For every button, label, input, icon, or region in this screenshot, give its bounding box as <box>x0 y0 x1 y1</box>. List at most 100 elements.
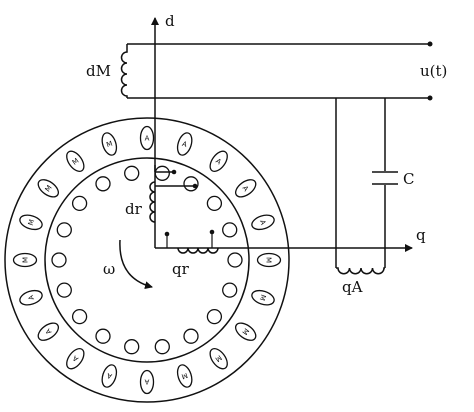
rotor-slot <box>206 308 223 325</box>
stator-slot-shape <box>19 289 43 306</box>
stator-slot-shape <box>251 214 275 231</box>
stator-slot-letter: A <box>144 378 149 386</box>
rotor-slot <box>222 282 238 298</box>
stator-slot: A <box>251 214 275 231</box>
rotor-slot <box>51 252 67 268</box>
stator-slot-shape <box>37 322 60 341</box>
stator-slot: A <box>19 289 43 306</box>
stator-slot: A <box>209 150 228 173</box>
rotor-slot <box>71 195 88 212</box>
stator-slot-shape <box>209 347 228 370</box>
rotor-slot <box>124 339 140 355</box>
rotor-slot <box>227 252 243 268</box>
rotation-arrow <box>119 239 153 290</box>
q-axis-label: q <box>416 226 426 244</box>
stator-slot: M <box>234 322 257 341</box>
stator-slot-letter: A <box>258 219 267 226</box>
stator-slot-letter: M <box>265 257 273 263</box>
stator-slot-shape <box>209 150 228 173</box>
qr-coil <box>177 247 219 254</box>
stator-slot-shape <box>66 150 85 173</box>
stator-slot-shape <box>176 364 193 388</box>
dM-coil <box>120 44 128 98</box>
stator-slot-letter: M <box>22 257 30 263</box>
stator-slot: A <box>176 132 193 156</box>
stator-slot-letter: M <box>180 371 188 380</box>
stator-slot: M <box>251 289 275 306</box>
rotor-slot <box>56 282 72 298</box>
stator-slot-letter: A <box>241 184 250 193</box>
stator-slot-letter: M <box>44 184 54 194</box>
terminal-top <box>427 41 433 47</box>
rotor-circle <box>44 157 250 363</box>
stator-slot-letter: A <box>71 354 80 363</box>
rotor-slot <box>154 339 170 355</box>
stator-slot-letter: M <box>27 218 36 226</box>
stator-slot-shape <box>66 347 85 370</box>
stator-slot: M <box>19 214 43 231</box>
dr-label: dr <box>125 200 143 218</box>
qr-left-dot <box>164 231 170 237</box>
stator-slot-shape <box>256 252 282 268</box>
ut-label: u(t) <box>420 62 447 80</box>
stator-slot: M <box>101 132 118 156</box>
dr-coil <box>149 181 156 223</box>
stator-slot-letter: M <box>258 293 267 301</box>
dr-top-dot <box>171 169 177 175</box>
qA-label: qA <box>342 278 363 296</box>
stator-slot-shape <box>251 289 275 306</box>
stator-slot: M <box>12 252 38 268</box>
rotor-slot <box>154 165 170 181</box>
stator-slot-shape <box>234 322 257 341</box>
rotor-slot <box>124 165 140 181</box>
stator-slot-letter: A <box>27 294 36 301</box>
stator-slot-shape <box>19 214 43 231</box>
stator-slot: A <box>139 369 155 395</box>
stator-slot: A <box>66 347 85 370</box>
stator-outer-circle <box>4 117 290 403</box>
stator-slot: M <box>37 179 60 198</box>
stator-slot: M <box>256 252 282 268</box>
rotor-slot <box>71 308 88 325</box>
stator-slot: A <box>234 179 257 198</box>
rotor-slot <box>95 328 111 344</box>
rotor-slot <box>183 328 199 344</box>
stator-slot-shape <box>37 179 60 198</box>
stator-slot-letter: A <box>181 140 188 149</box>
stator-slot-shape <box>101 132 118 156</box>
rotor-slot <box>95 176 111 192</box>
stator-slot-shape <box>176 132 193 156</box>
stator-slot-letter: M <box>240 327 250 337</box>
d-axis-label: d <box>165 12 175 30</box>
qA-coil <box>336 267 385 275</box>
stator-slot: A <box>37 322 60 341</box>
rotor-slots <box>51 165 243 355</box>
rotor-slot <box>206 195 223 212</box>
stator-slot-letter: M <box>214 353 224 363</box>
stator-slot-shape <box>234 179 257 198</box>
stator-slot-letter: A <box>145 135 150 143</box>
qr-right-dot <box>209 229 215 235</box>
rotor-slot <box>183 176 199 192</box>
rotor-slot <box>222 222 238 238</box>
dM-label: dM <box>86 62 111 80</box>
dr-mid-dot <box>192 183 198 189</box>
stator-slot: M <box>209 347 228 370</box>
stator-slot-shape <box>101 364 118 388</box>
stator-slot-letter: A <box>44 327 53 336</box>
terminal-bottom <box>427 95 433 101</box>
capacitor-gap <box>377 171 393 185</box>
capacitor-label: C <box>403 170 414 188</box>
stator-slot-letter: A <box>106 371 113 380</box>
stator-slot-letter: M <box>71 157 81 167</box>
stator-slot-shape <box>12 252 38 268</box>
qr-label: qr <box>172 260 190 278</box>
stator-slot-letter: A <box>214 157 223 166</box>
stator-slot-letter: M <box>105 140 113 149</box>
stator-slot-shape <box>139 369 155 395</box>
rotor-slot <box>56 222 72 238</box>
stator-slot-shape <box>139 125 155 151</box>
omega-label: ω <box>103 260 115 278</box>
